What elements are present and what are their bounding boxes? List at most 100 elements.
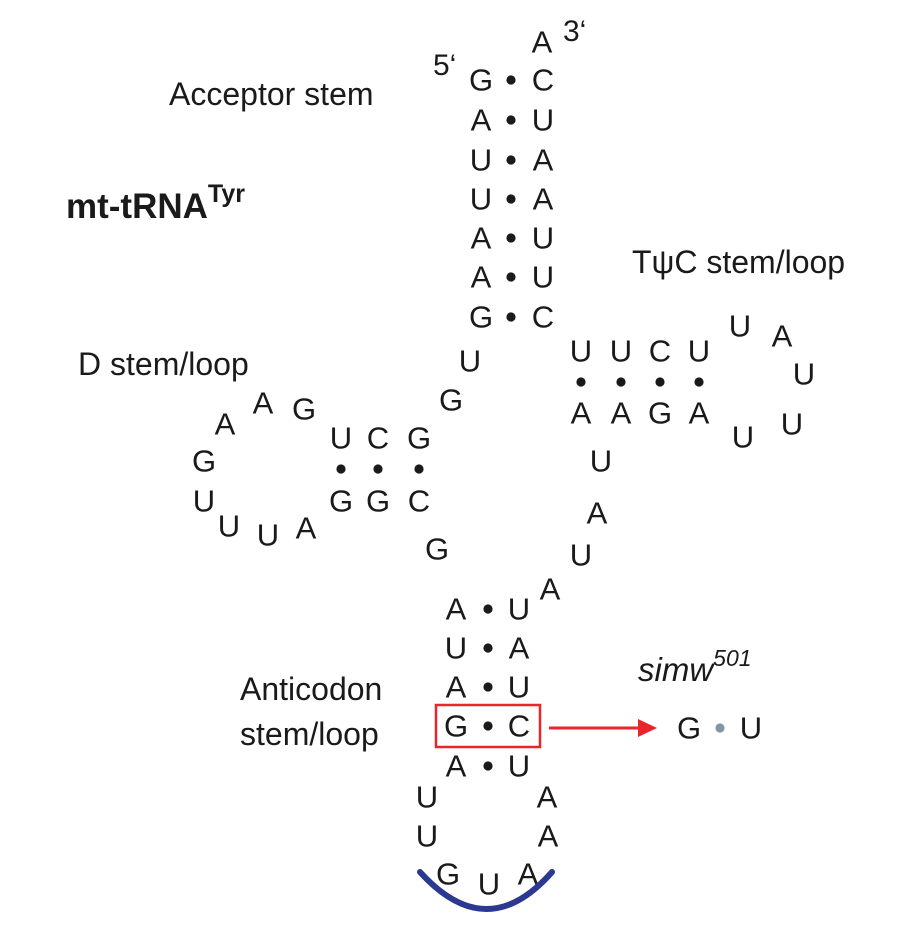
acceptor-overhang-nt: A (532, 25, 553, 60)
mutant-superscript: 501 (713, 645, 751, 671)
tpsic-top-nt: U (688, 334, 710, 369)
mutant-bond (715, 723, 725, 733)
anticodon-bond (483, 643, 493, 653)
d-bottom-nt: G (366, 484, 390, 519)
tpsic-bottom-nt: G (648, 396, 672, 431)
anticodon-5-nt: A (446, 592, 467, 627)
acceptor-stem-label: Acceptor stem (169, 76, 374, 112)
acceptor-5-nt: A (471, 103, 492, 138)
d-top-nt: G (407, 421, 431, 456)
d-arm: U C G G G C G A A G U U U A (192, 386, 431, 553)
acceptor-3-nt: U (532, 103, 554, 138)
tpsic-bottom-nt: A (611, 396, 632, 431)
acceptor-3-nt: U (532, 260, 554, 295)
acceptor-5-nt: G (469, 300, 493, 335)
anticodon-bond (483, 604, 493, 614)
tpsic-loop-nt: U (729, 309, 751, 344)
acceptor-stem: G C A U U A U A A U A U G C (469, 63, 554, 335)
anticodon-5-nt: G (444, 709, 468, 744)
tpsic-loop-nt: U (732, 420, 754, 455)
anticodon-loop-nt: U (416, 780, 438, 815)
tpsic-top-nt: U (570, 334, 592, 369)
mutant-label: simw501 (638, 645, 752, 688)
acceptor-5-nt: G (469, 63, 493, 98)
d-loop-nt: U (193, 484, 215, 519)
acceptor-bond (506, 233, 516, 243)
anticodon-nt: U (478, 867, 500, 902)
anticodon-bond (483, 682, 493, 692)
tpsic-bond (655, 377, 665, 387)
d-top-nt: C (367, 421, 389, 456)
variable-loop-nt: A (540, 572, 561, 607)
connector-nt: U (459, 344, 481, 379)
acceptor-5-nt: A (471, 221, 492, 256)
acceptor-bond (506, 155, 516, 165)
acceptor-bond (506, 115, 516, 125)
five-prime-label: 5‘ (433, 49, 456, 82)
three-prime-label: 3‘ (563, 15, 586, 48)
d-loop-nt: U (257, 518, 279, 553)
d-bond (414, 464, 424, 474)
tpsic-bottom-nt: A (571, 396, 592, 431)
connector-nt: G (425, 532, 449, 567)
anticodon-loop-nt: A (538, 819, 559, 854)
anticodon-label-line2: stem/loop (240, 716, 379, 752)
tpsic-top-nt: C (649, 334, 671, 369)
acceptor-bond (506, 272, 516, 282)
d-bond (373, 464, 383, 474)
acceptor-3-nt: C (532, 63, 554, 98)
d-loop-nt: A (215, 407, 236, 442)
acceptor-bond (506, 194, 516, 204)
acceptor-3-nt: A (533, 182, 554, 217)
tpsic-loop-nt: A (772, 319, 793, 354)
d-bottom-nt: C (408, 484, 430, 519)
mutant-base-2: U (740, 711, 762, 746)
anticodon-loop: U U G U A A A (416, 780, 559, 902)
acceptor-bond (506, 312, 516, 322)
tpsic-arm: U U C U A A G A U A U U U (570, 309, 815, 455)
anticodon-label-line1: Anticodon (240, 671, 382, 707)
tpsic-stem-loop-label: TψC stem/loop (632, 244, 845, 280)
mutation-highlight-box (434, 703, 542, 749)
anticodon-5-nt: U (445, 631, 467, 666)
acceptor-3-nt: C (532, 300, 554, 335)
anticodon-stem: A U U A A U G C A U (444, 592, 530, 784)
d-loop-nt: U (218, 509, 240, 544)
acceptor-3-nt: U (532, 221, 554, 256)
connector-nt: G (439, 383, 463, 418)
anticodon-bond (483, 721, 493, 731)
mutation-arrow-head (638, 719, 657, 737)
tpsic-loop-nt: U (793, 357, 815, 392)
acceptor-5-nt: A (471, 260, 492, 295)
acceptor-bond (506, 75, 516, 85)
molecule-title: mt-tRNATyr (66, 180, 245, 226)
tpsic-bond (576, 377, 586, 387)
d-loop-nt: G (192, 444, 216, 479)
title-main: mt-tRNA (66, 187, 208, 226)
anticodon-3-nt: C (508, 709, 530, 744)
d-stem-loop-label: D stem/loop (78, 346, 249, 382)
tpsic-loop-nt: U (781, 407, 803, 442)
mutant-base-1: G (677, 711, 701, 746)
anticodon-5-nt: A (446, 670, 467, 705)
mutant-name: simw (638, 651, 715, 688)
variable-loop-nt: A (587, 496, 608, 531)
anticodon-5-nt: A (446, 749, 467, 784)
tpsic-bottom-nt: A (689, 396, 710, 431)
variable-loop-nt: U (590, 444, 612, 479)
anticodon-loop-nt: U (416, 819, 438, 854)
anticodon-arc (417, 869, 555, 912)
tpsic-bond (694, 377, 704, 387)
acceptor-5-nt: U (470, 143, 492, 178)
acceptor-5-nt: U (470, 182, 492, 217)
tpsic-bond (616, 377, 626, 387)
anticodon-bond (483, 761, 493, 771)
variable-loop-nt: U (570, 538, 592, 573)
d-bond (336, 464, 346, 474)
anticodon-nt: G (436, 857, 460, 892)
anticodon-3-nt: U (508, 749, 530, 784)
d-loop-nt: A (296, 511, 317, 546)
tpsic-top-nt: U (610, 334, 632, 369)
